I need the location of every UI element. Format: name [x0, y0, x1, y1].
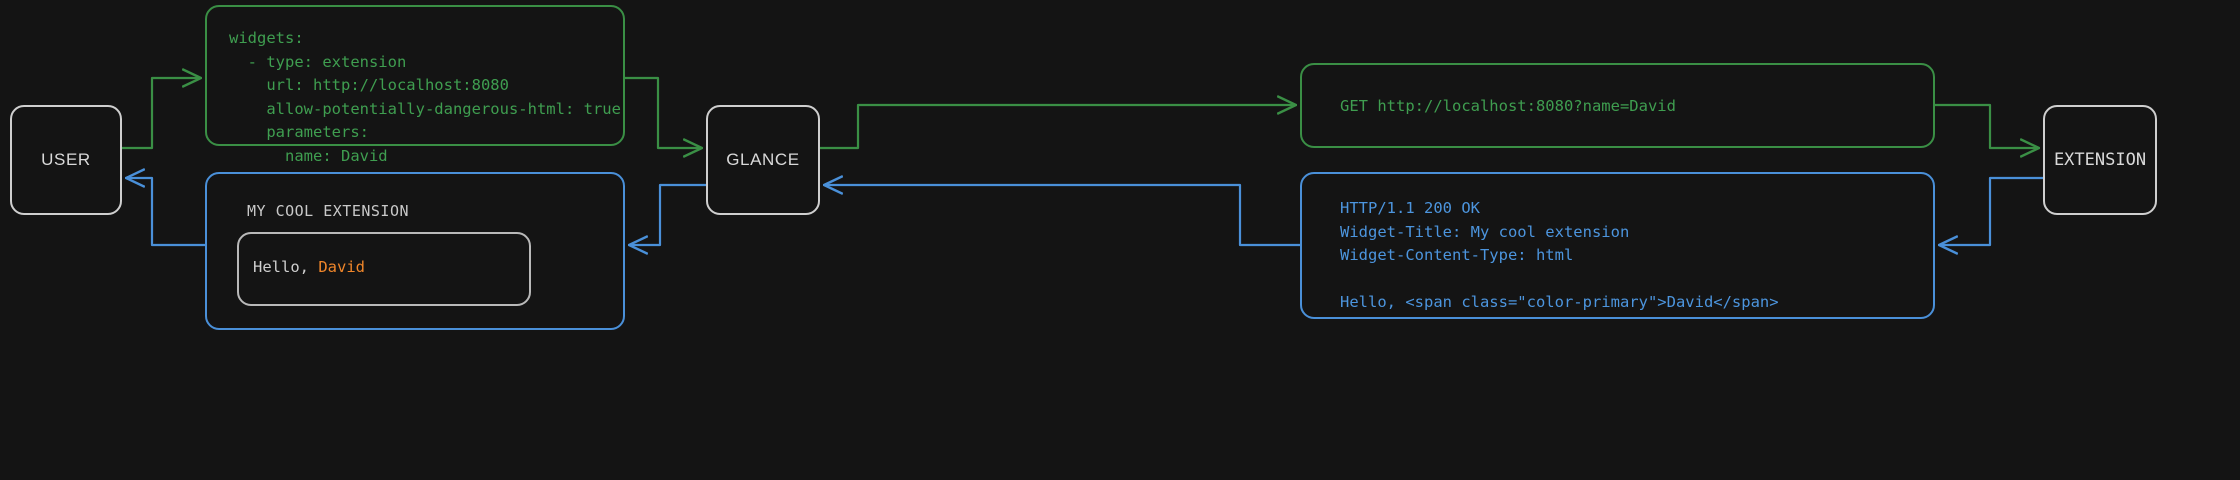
edge-config-to-glance	[625, 76, 701, 148]
widget-card-text: Hello, David	[253, 258, 365, 276]
node-extension[interactable]: EXTENSION	[2043, 105, 2157, 215]
node-glance-label: GLANCE	[726, 150, 800, 169]
widget-card: Hello, David	[237, 232, 531, 306]
message-box-yaml-config: widgets: - type: extension url: http://l…	[205, 5, 625, 165]
widget-title: MY COOL EXTENSION	[247, 202, 410, 220]
edge-response-to-glance	[825, 185, 1300, 247]
node-user[interactable]: USER	[10, 105, 122, 215]
edge-user-to-config	[122, 78, 200, 150]
widget-greeting-prefix: Hello,	[253, 258, 319, 276]
node-glance[interactable]: GLANCE	[706, 105, 820, 215]
edge-glance-to-request	[820, 105, 1295, 150]
edge-request-to-extension	[1935, 103, 2038, 148]
edge-widget-to-user	[127, 178, 205, 247]
node-extension-label: EXTENSION	[2053, 150, 2147, 170]
message-box-rendered-widget: MY COOL EXTENSION Hello, David	[205, 172, 625, 330]
http-response-text: HTTP/1.1 200 OK Widget-Title: My cool ex…	[1340, 199, 1779, 311]
edge-glance-to-widget	[630, 183, 706, 245]
message-box-http-response: HTTP/1.1 200 OK Widget-Title: My cool ex…	[1300, 172, 1935, 319]
yaml-config-text: widgets: - type: extension url: http://l…	[229, 29, 621, 165]
widget-greeting-accent: David	[318, 258, 365, 276]
node-user-label: USER	[41, 150, 91, 169]
http-request-text: GET http://localhost:8080?name=David	[1340, 97, 1676, 115]
edge-extension-to-response	[1940, 176, 2043, 245]
message-box-http-request: GET http://localhost:8080?name=David	[1300, 63, 1935, 148]
